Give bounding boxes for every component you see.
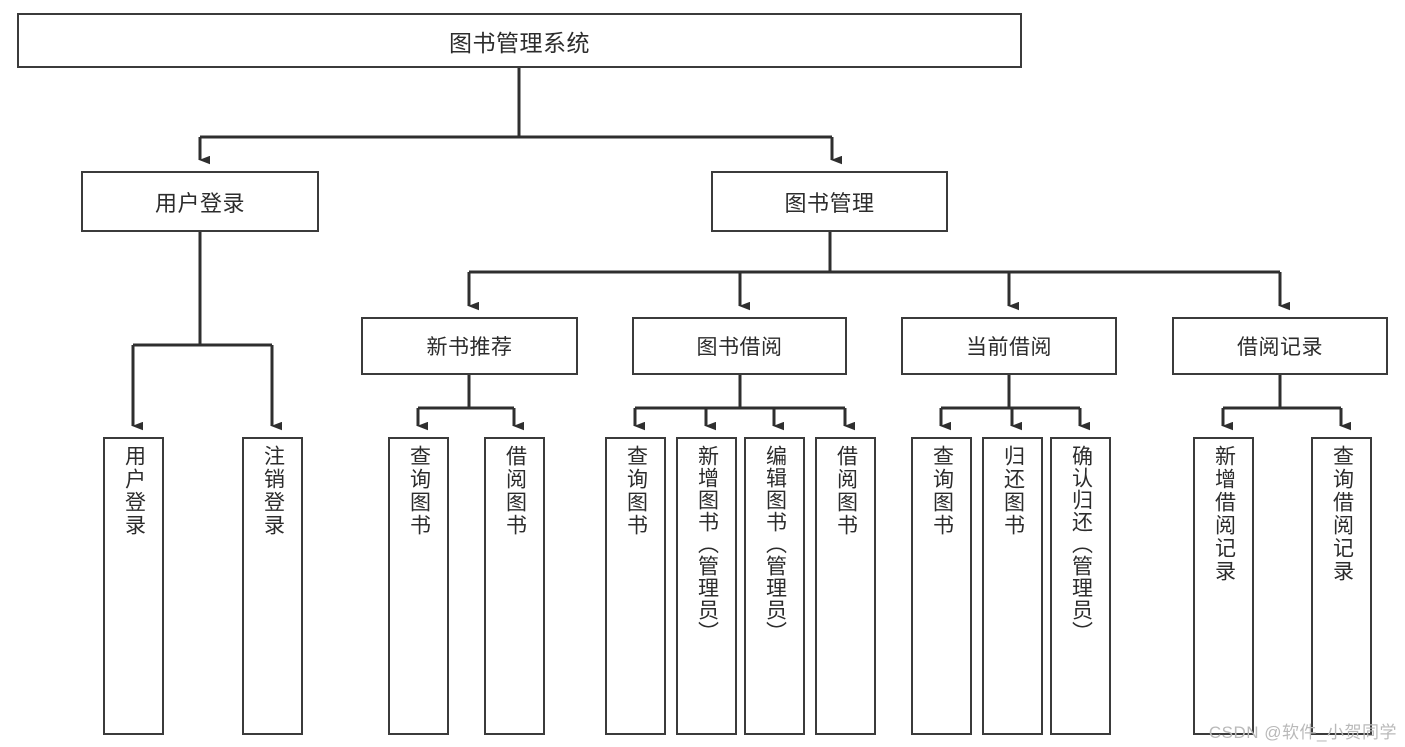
node-leaf-nbr-borrow-book[interactable]: 借阅图书: [484, 437, 545, 735]
node-leaf-bb-query-book-label: 查询图书: [624, 445, 648, 537]
node-new-book-recommend[interactable]: 新书推荐: [361, 317, 578, 375]
node-leaf-br-add-record[interactable]: 新增借阅记录: [1193, 437, 1254, 735]
node-current-borrow-label: 当前借阅: [966, 336, 1052, 359]
node-user-login[interactable]: 用户登录: [81, 171, 319, 232]
node-leaf-user-login-label: 用户登录: [122, 445, 146, 537]
node-leaf-cb-return-book[interactable]: 归还图书: [982, 437, 1043, 735]
node-leaf-cb-query-book[interactable]: 查询图书: [911, 437, 972, 735]
node-leaf-nbr-query-book[interactable]: 查询图书: [388, 437, 449, 735]
node-leaf-bb-query-book[interactable]: 查询图书: [605, 437, 666, 735]
node-book-management-label: 图书管理: [784, 190, 875, 216]
node-borrow-record-label: 借阅记录: [1237, 336, 1323, 359]
node-leaf-cb-confirm-return-label: 确认归还（管理员）: [1069, 445, 1093, 643]
node-root-book-management-system[interactable]: 图书管理系统: [17, 13, 1022, 68]
node-leaf-nbr-query-book-label: 查询图书: [407, 445, 431, 537]
node-leaf-user-login[interactable]: 用户登录: [103, 437, 164, 735]
node-leaf-user-logout[interactable]: 注销登录: [242, 437, 303, 735]
node-leaf-cb-confirm-return[interactable]: 确认归还（管理员）: [1050, 437, 1111, 735]
node-leaf-bb-edit-book[interactable]: 编辑图书（管理员）: [744, 437, 805, 735]
node-leaf-cb-query-book-label: 查询图书: [930, 445, 954, 537]
node-leaf-br-add-record-label: 新增借阅记录: [1212, 445, 1236, 583]
node-leaf-bb-edit-book-label: 编辑图书（管理员）: [763, 445, 787, 643]
node-book-borrow[interactable]: 图书借阅: [632, 317, 847, 375]
node-current-borrow[interactable]: 当前借阅: [901, 317, 1117, 375]
node-leaf-bb-add-book-label: 新增图书（管理员）: [695, 445, 719, 643]
node-borrow-record[interactable]: 借阅记录: [1172, 317, 1388, 375]
node-leaf-cb-return-book-label: 归还图书: [1001, 445, 1025, 537]
node-new-book-recommend-label: 新书推荐: [426, 336, 513, 359]
node-book-management[interactable]: 图书管理: [711, 171, 948, 232]
node-leaf-nbr-borrow-book-label: 借阅图书: [503, 445, 527, 537]
node-book-borrow-label: 图书借阅: [696, 336, 783, 359]
node-leaf-bb-borrow-book-label: 借阅图书: [834, 445, 858, 537]
node-user-login-label: 用户登录: [154, 190, 245, 216]
node-leaf-bb-borrow-book[interactable]: 借阅图书: [815, 437, 876, 735]
node-leaf-user-logout-label: 注销登录: [261, 445, 285, 537]
node-root-label: 图书管理系统: [449, 29, 590, 56]
node-leaf-bb-add-book[interactable]: 新增图书（管理员）: [676, 437, 737, 735]
node-leaf-br-query-record-label: 查询借阅记录: [1330, 445, 1354, 583]
node-leaf-br-query-record[interactable]: 查询借阅记录: [1311, 437, 1372, 735]
